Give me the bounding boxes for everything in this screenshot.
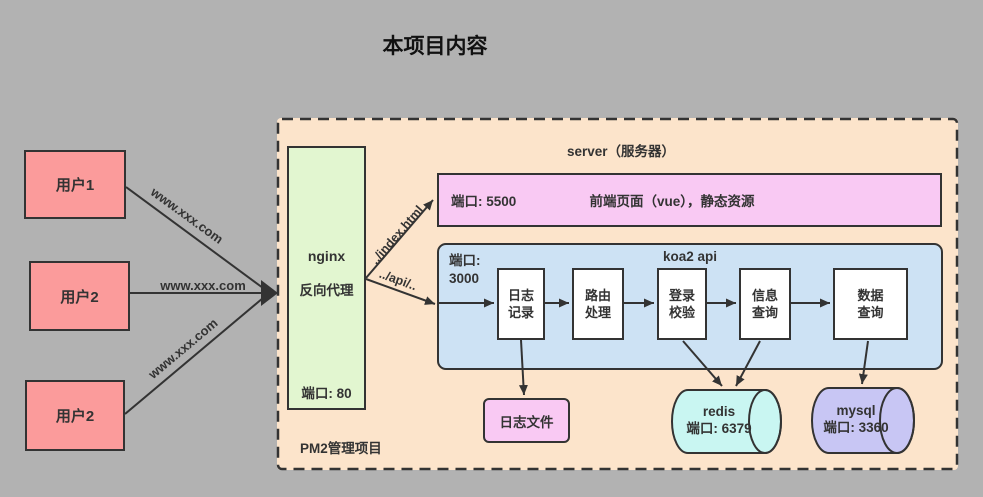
www-link-label-3: www.xxx.com	[145, 315, 221, 382]
frontend-box: 端口: 5500 前端页面（vue），静态资源	[437, 173, 942, 227]
www-link-label-1: www.xxx.com	[148, 184, 226, 247]
step-box-log: 日志记录	[497, 268, 545, 340]
redis-label: redis 端口: 6379	[671, 403, 767, 437]
koa-port: 端口: 3000	[449, 252, 481, 288]
koa-title: koa2 api	[662, 249, 718, 264]
redis-name: redis	[702, 404, 736, 419]
koa-port-line1: 端口:	[449, 253, 481, 268]
user-box-3-label: 用户2	[55, 408, 95, 425]
mysql-port: 端口: 3360	[823, 420, 889, 435]
diagram-title: 本项目内容	[382, 35, 488, 58]
log-file-label: 日志文件	[499, 414, 554, 430]
user-box-2: 用户2	[29, 261, 130, 331]
arrowhead-nginx	[261, 280, 278, 306]
log-file-box: 日志文件	[483, 398, 570, 443]
step-box-route: 路由处理	[572, 268, 624, 340]
step-box-info: 信息查询	[739, 268, 791, 340]
koa-port-line2: 3000	[449, 271, 480, 286]
step-box-auth: 登录校验	[657, 268, 707, 340]
user-box-1-label: 用户1	[55, 177, 95, 194]
user-box-3: 用户2	[25, 380, 125, 451]
nginx-name: nginx	[307, 248, 346, 264]
step-box-info-label: 信息查询	[751, 288, 778, 320]
step-box-data-label: 数据查询	[857, 288, 884, 320]
arrow-user1-nginx	[125, 186, 264, 289]
arrow-user3-nginx	[124, 297, 264, 415]
step-box-log-label: 日志记录	[507, 288, 534, 320]
nginx-port: 端口: 80	[301, 386, 352, 401]
www-link-label-2: www.xxx.com	[160, 278, 246, 293]
user-box-2-label: 用户2	[60, 288, 99, 306]
step-box-data: 数据查询	[833, 268, 908, 340]
server-title: server（服务器）	[566, 144, 676, 159]
step-box-route-label: 路由处理	[584, 288, 611, 320]
redis-port: 端口: 6379	[686, 421, 752, 436]
frontend-desc: 前端页面（vue），静态资源	[589, 194, 755, 209]
user-box-1: 用户1	[24, 150, 126, 219]
nginx-box: nginx 反向代理 端口: 80	[287, 146, 366, 410]
pm2-label: PM2管理项目	[300, 441, 382, 456]
nginx-role: 反向代理	[299, 283, 354, 298]
mysql-name: mysql	[836, 403, 876, 418]
mysql-label: mysql 端口: 3360	[810, 402, 902, 436]
step-box-auth-label: 登录校验	[668, 288, 695, 320]
